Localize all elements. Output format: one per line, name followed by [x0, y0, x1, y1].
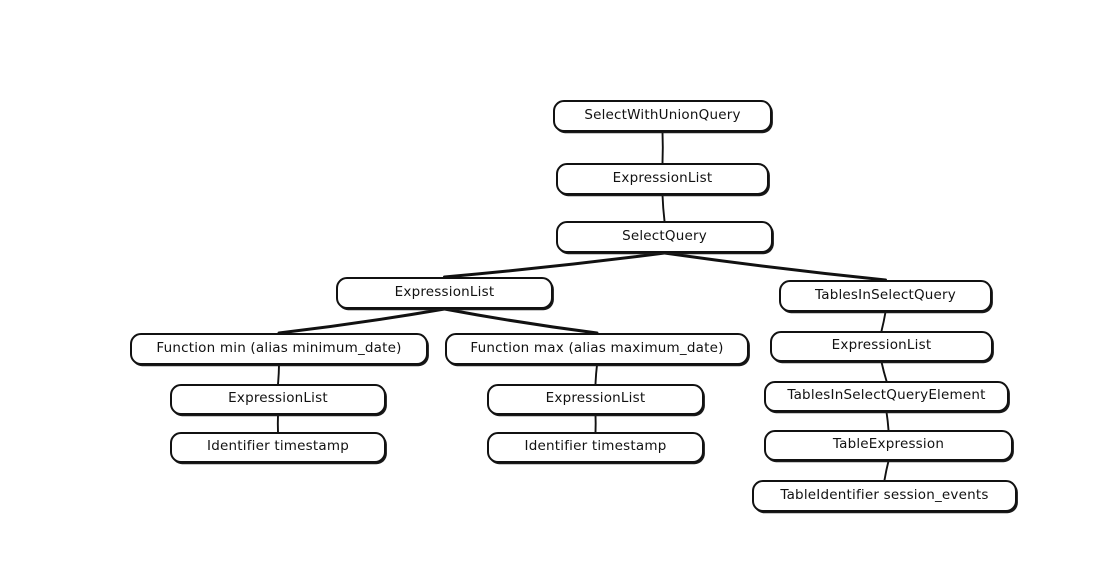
tree-node-label: ExpressionList: [394, 283, 495, 300]
tree-edge: [880, 361, 888, 382]
tree-node[interactable]: ExpressionList: [556, 163, 769, 195]
tree-edge: [443, 307, 599, 335]
tree-edge: [594, 364, 598, 385]
tree-edge: [880, 311, 887, 332]
tree-edge: [443, 251, 666, 279]
tree-node-label: Identifier timestamp: [207, 438, 349, 455]
tree-node-label: Function min (alias minimum_date): [156, 339, 402, 356]
tree-node-label: ExpressionList: [612, 169, 713, 186]
tree-edge: [885, 411, 890, 431]
tree-node-label: TableIdentifier session_events: [780, 486, 989, 503]
tree-edge: [663, 251, 887, 282]
tree-node[interactable]: ExpressionList: [770, 331, 993, 362]
tree-node[interactable]: Function min (alias minimum_date): [130, 333, 428, 365]
tree-node[interactable]: Identifier timestamp: [487, 432, 704, 463]
tree-node-label: SelectQuery: [622, 227, 707, 244]
tree-node-label: ExpressionList: [545, 390, 646, 407]
tree-node[interactable]: TablesInSelectQueryElement: [764, 381, 1009, 412]
tree-node[interactable]: TableIdentifier session_events: [752, 480, 1017, 512]
tree-node-label: TablesInSelectQueryElement: [787, 387, 986, 404]
tree-edge: [277, 364, 280, 385]
tree-edge: [883, 460, 890, 481]
tree-node[interactable]: Function max (alias maximum_date): [445, 333, 749, 365]
tree-node[interactable]: ExpressionList: [336, 277, 553, 309]
tree-node[interactable]: ExpressionList: [487, 384, 704, 415]
tree-edge: [277, 307, 446, 335]
tree-node-label: SelectWithUnionQuery: [584, 106, 741, 123]
tree-node[interactable]: TableExpression: [764, 430, 1013, 461]
tree-node[interactable]: Identifier timestamp: [170, 432, 386, 463]
tree-node[interactable]: ExpressionList: [170, 384, 386, 415]
tree-node[interactable]: TablesInSelectQuery: [779, 280, 992, 312]
tree-node[interactable]: SelectWithUnionQuery: [553, 100, 772, 132]
tree-node-label: ExpressionList: [831, 337, 932, 354]
tree-node-label: Function max (alias maximum_date): [470, 339, 724, 356]
tree-edge: [661, 194, 666, 222]
tree-node-label: TableExpression: [832, 436, 945, 453]
tree-node[interactable]: SelectQuery: [556, 221, 773, 253]
tree-node-label: TablesInSelectQuery: [815, 286, 956, 303]
tree-node-label: ExpressionList: [228, 390, 328, 407]
tree-node-label: Identifier timestamp: [524, 438, 667, 455]
